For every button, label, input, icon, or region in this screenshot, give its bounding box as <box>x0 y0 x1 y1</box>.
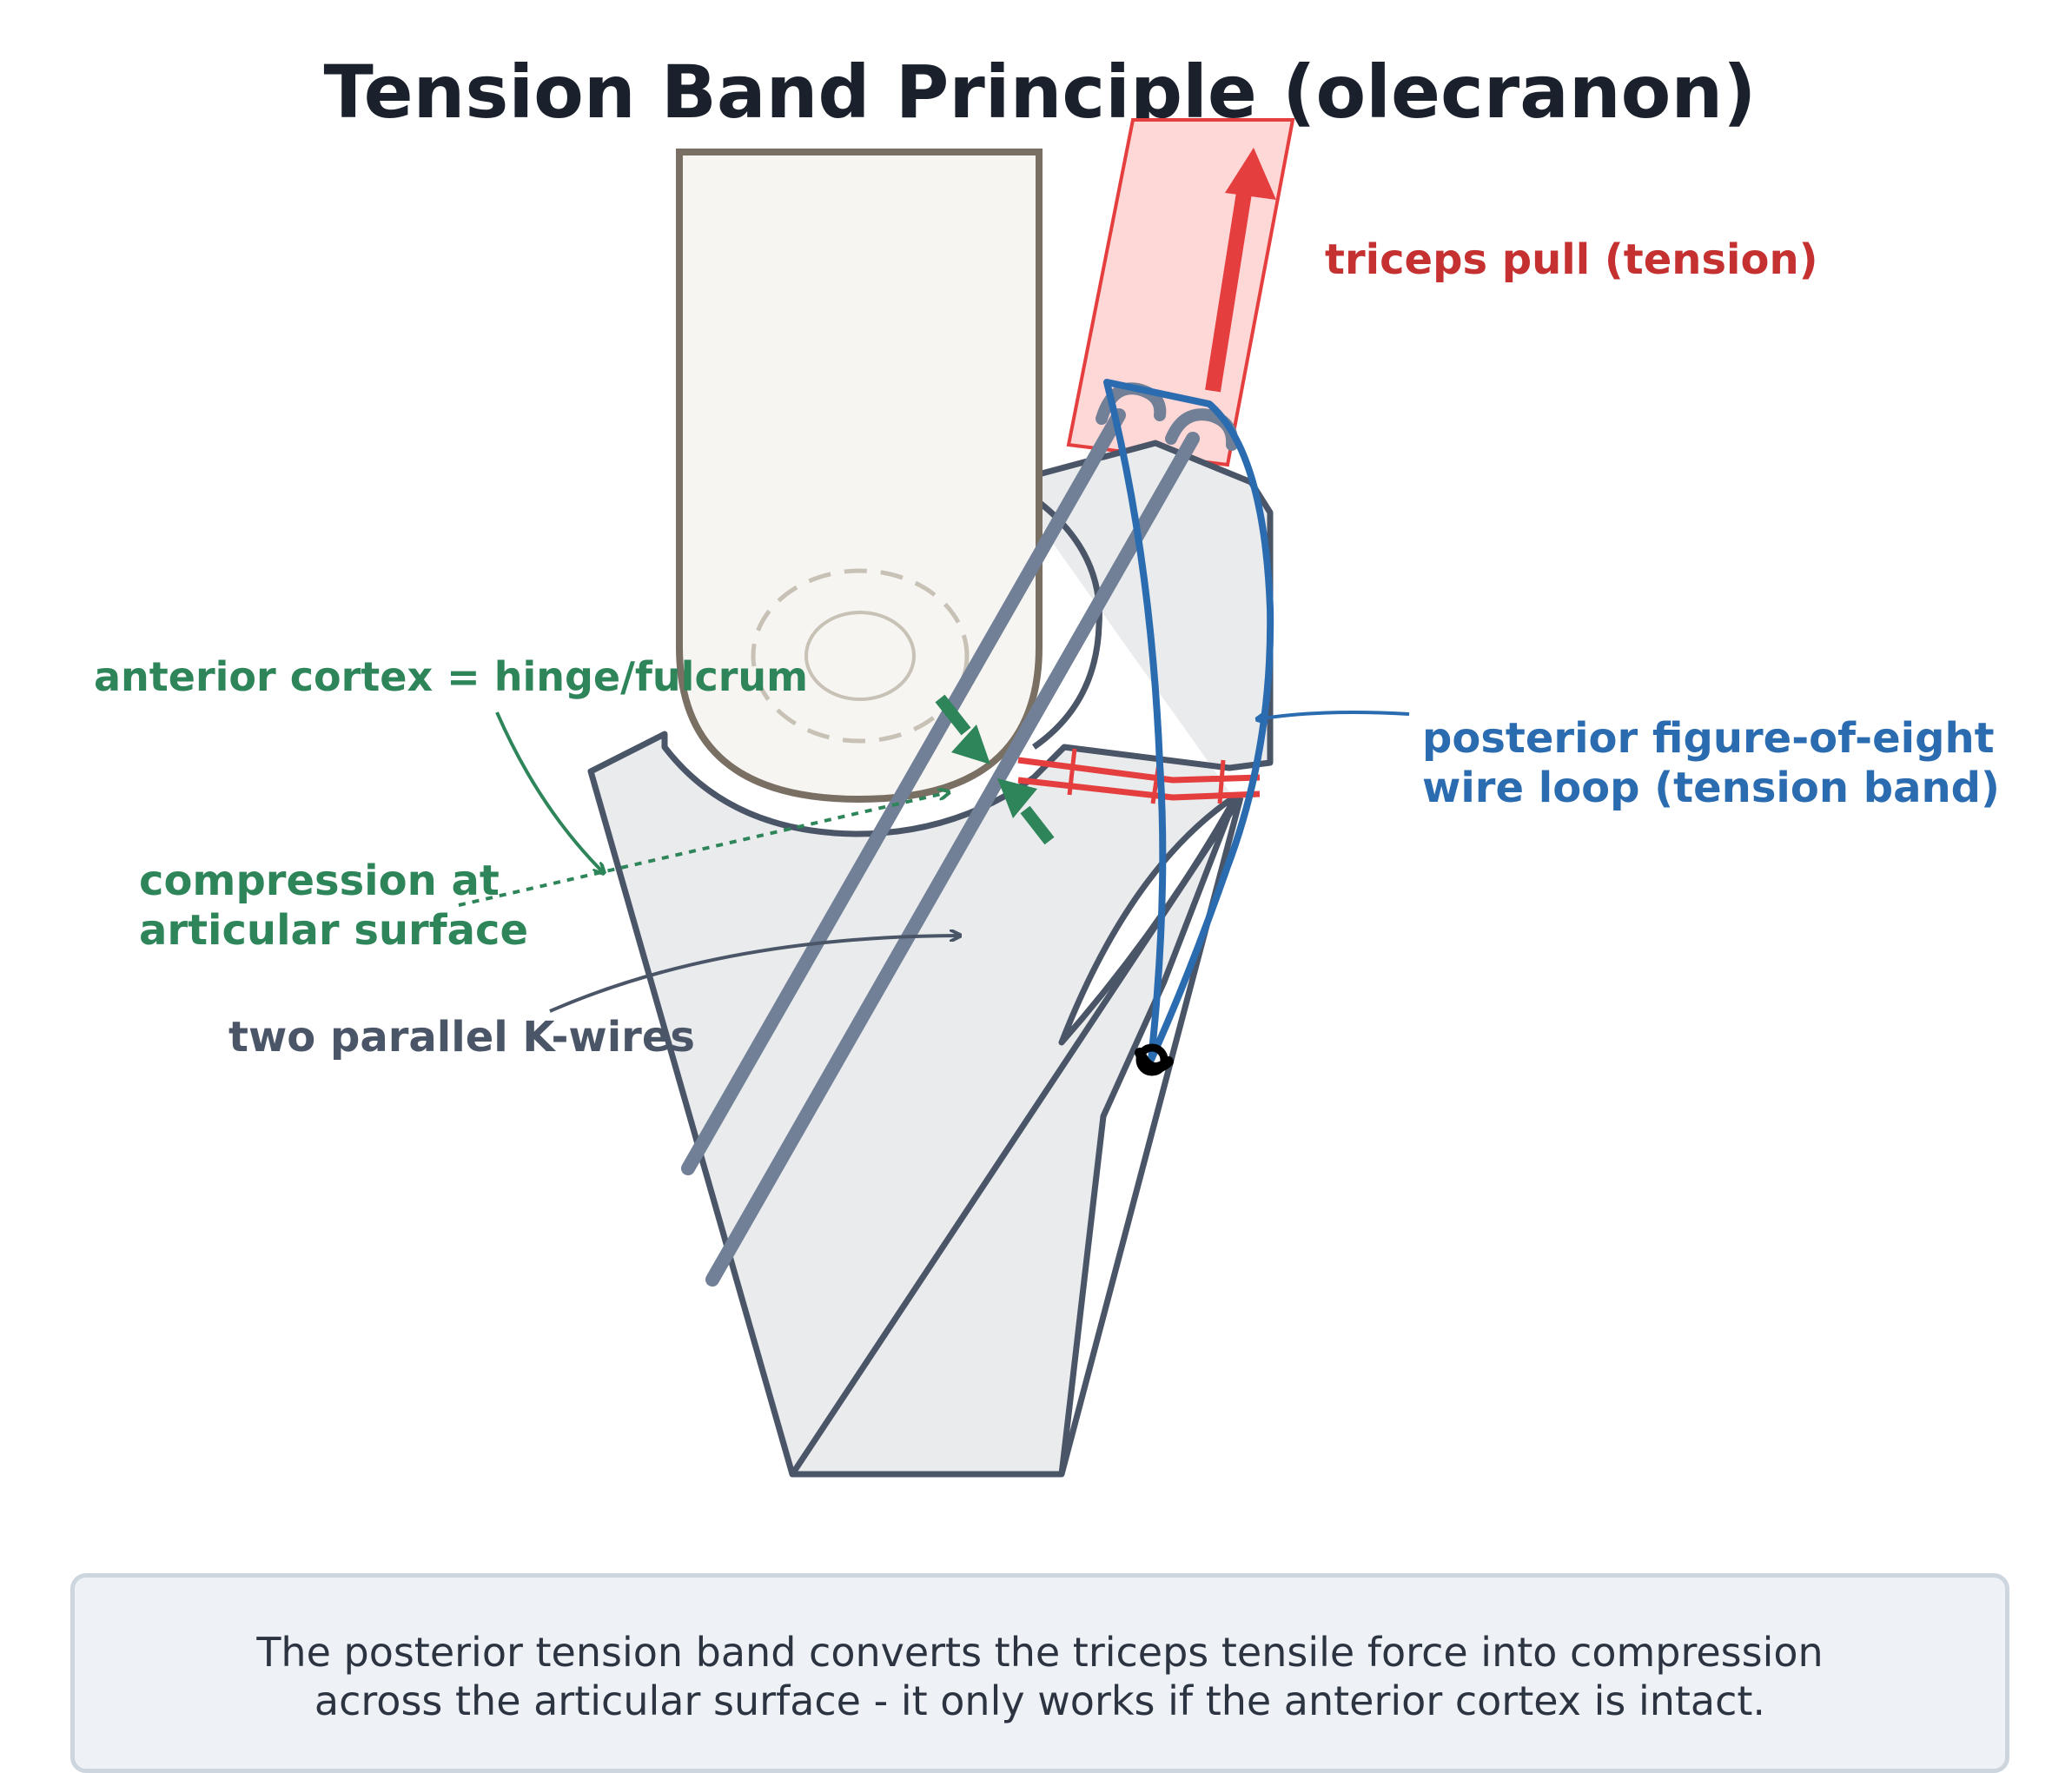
label-compression-line2: articular surface <box>139 906 528 955</box>
capitellum-outline <box>804 611 916 701</box>
caption-box: The posterior tension band converts the … <box>70 1573 2009 1773</box>
label-compression-line1: compression at <box>139 857 500 905</box>
trochlea-outline <box>751 568 970 744</box>
k-wire-2 <box>705 432 1200 1287</box>
k-wire-1 <box>681 408 1126 1175</box>
triceps-pull-arrow-head <box>1225 148 1276 200</box>
caption-line-2: across the articular surface - it only w… <box>314 1677 1766 1724</box>
compression-arrow-2-shaft <box>1020 805 1055 845</box>
page-title: Tension Band Principle (olecranon) <box>323 50 1756 135</box>
compression-arrow-1-head <box>951 724 990 764</box>
compression-arrow-1-shaft <box>935 694 971 736</box>
label-wire-loop-line1: posterior figure-of-eight <box>1422 714 1995 763</box>
k-wires-leader <box>549 936 960 1013</box>
cortical-drill-hole <box>1135 1043 1168 1076</box>
wire-loop-leader <box>1257 711 1410 719</box>
fracture-line <box>1017 757 1261 784</box>
compression-arrow-2-head <box>997 778 1037 818</box>
caption-text: The posterior tension band converts the … <box>75 1628 2005 1725</box>
fracture-tick-1 <box>1067 748 1077 796</box>
fracture-tick-3 <box>1217 759 1226 804</box>
label-triceps-pull: triceps pull (tension) <box>1325 235 1818 284</box>
humerus-bone <box>676 149 1043 804</box>
caption-line-1: The posterior tension band converts the … <box>256 1629 1824 1676</box>
triceps-pull-arrow-shaft <box>1205 191 1252 393</box>
anterior-cortex-leader <box>495 711 604 873</box>
figure-of-eight-wire <box>1103 379 1274 1063</box>
label-wire-loop-line2: wire loop (tension band) <box>1422 764 2000 812</box>
label-anterior-cortex: anterior cortex = hinge/fulcrum <box>94 653 808 700</box>
compression-leader <box>458 792 949 907</box>
label-k-wires: two parallel K-wires <box>228 1013 695 1062</box>
